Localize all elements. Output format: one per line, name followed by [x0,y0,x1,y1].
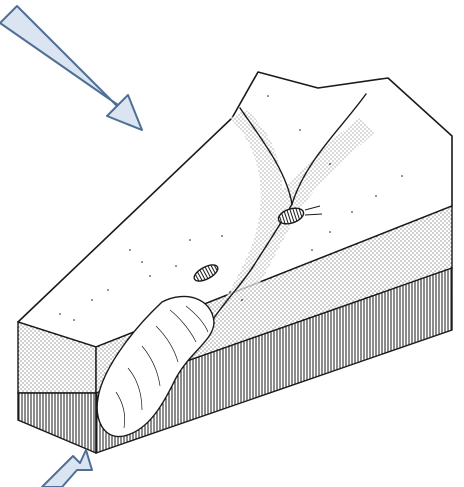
arrow-down-right-icon [42,450,92,487]
arrow-down-right-icon [0,6,142,130]
front-hatched-layer [18,393,96,453]
